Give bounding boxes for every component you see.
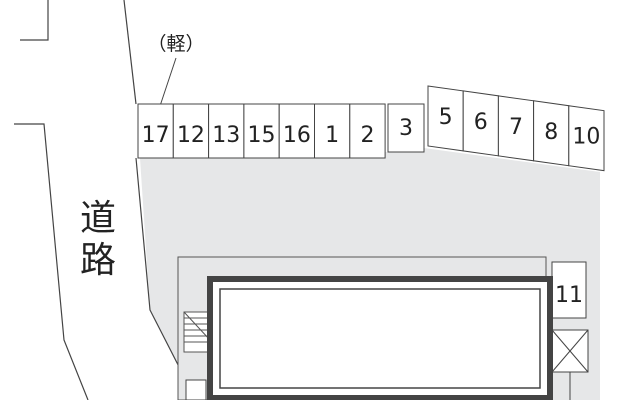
- parking-space-box: [172, 103, 210, 159]
- parking-space-box: [387, 103, 425, 153]
- parking-space-box: [314, 103, 351, 159]
- road-label-line1: 道: [80, 198, 116, 239]
- parking-space-box: [208, 103, 245, 159]
- parking-space-label: 17: [142, 123, 170, 148]
- stairs-icon: [183, 311, 211, 353]
- parking-space-label: 12: [177, 123, 205, 148]
- parking-space-box: [278, 103, 316, 159]
- parking-space-label: 6: [474, 110, 488, 135]
- parking-space-label: 16: [283, 123, 311, 148]
- parking-space-box: [349, 103, 386, 159]
- small-structure: [185, 379, 207, 400]
- cross-marked-box: [551, 329, 589, 400]
- parking-space-label: 2: [360, 123, 374, 148]
- parking-space-box: [568, 105, 605, 172]
- building-inner: [219, 288, 541, 389]
- kei-leader-line: [157, 57, 177, 113]
- kei-car-note: （軽）: [147, 33, 204, 55]
- parking-space-box: [551, 261, 587, 319]
- parking-space-label: 5: [439, 105, 453, 130]
- parking-space-label: 10: [572, 125, 600, 150]
- parking-space-label: 1: [325, 123, 339, 148]
- parking-space-label: 15: [248, 123, 276, 148]
- parking-space-label: 13: [212, 123, 240, 148]
- road-label-line2: 路: [80, 240, 116, 281]
- parking-space-label: 8: [544, 120, 558, 145]
- parking-space-label: 11: [555, 283, 583, 308]
- parking-space-label: 7: [509, 115, 523, 140]
- parking-space-label: 3: [399, 116, 413, 141]
